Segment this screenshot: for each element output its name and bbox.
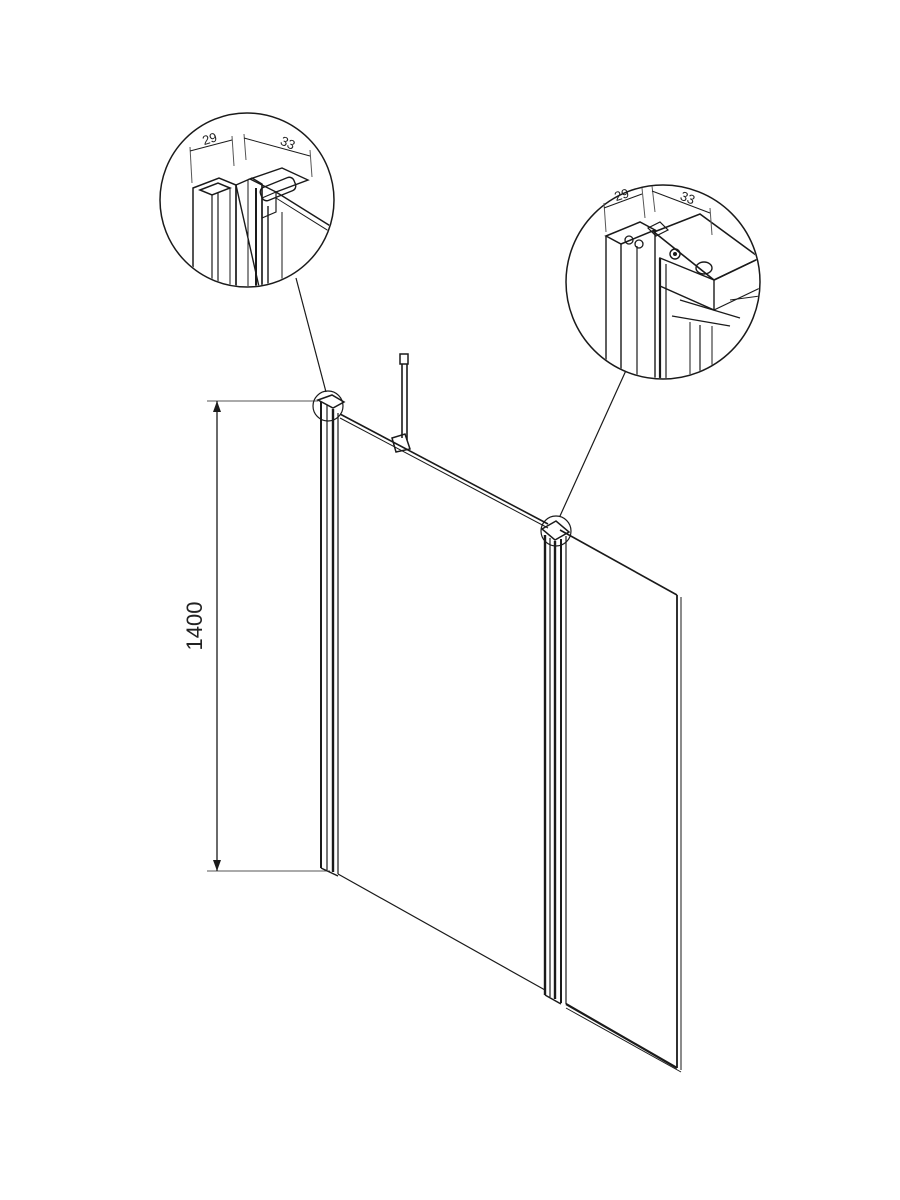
detail-right: 29 33: [565, 184, 761, 380]
swing-panel: [559, 529, 682, 1073]
detail-left: 29 33: [159, 112, 335, 288]
fixed-panel: [316, 394, 549, 991]
support-arm: [391, 353, 411, 453]
detail-right-width-a: 29: [612, 185, 630, 204]
detail-left-width-a: 29: [200, 129, 218, 148]
leader-line-left: [295, 277, 327, 393]
height-dimension: 1400: [182, 400, 330, 872]
detail-marker-left: [312, 390, 344, 422]
detail-right-width-b: 33: [678, 188, 697, 207]
detail-left-width-b: 33: [278, 133, 297, 153]
height-label: 1400: [182, 602, 207, 651]
hinge-profile: [540, 520, 571, 1005]
leader-line-right: [559, 365, 629, 517]
detail-marker-right: [540, 515, 572, 547]
